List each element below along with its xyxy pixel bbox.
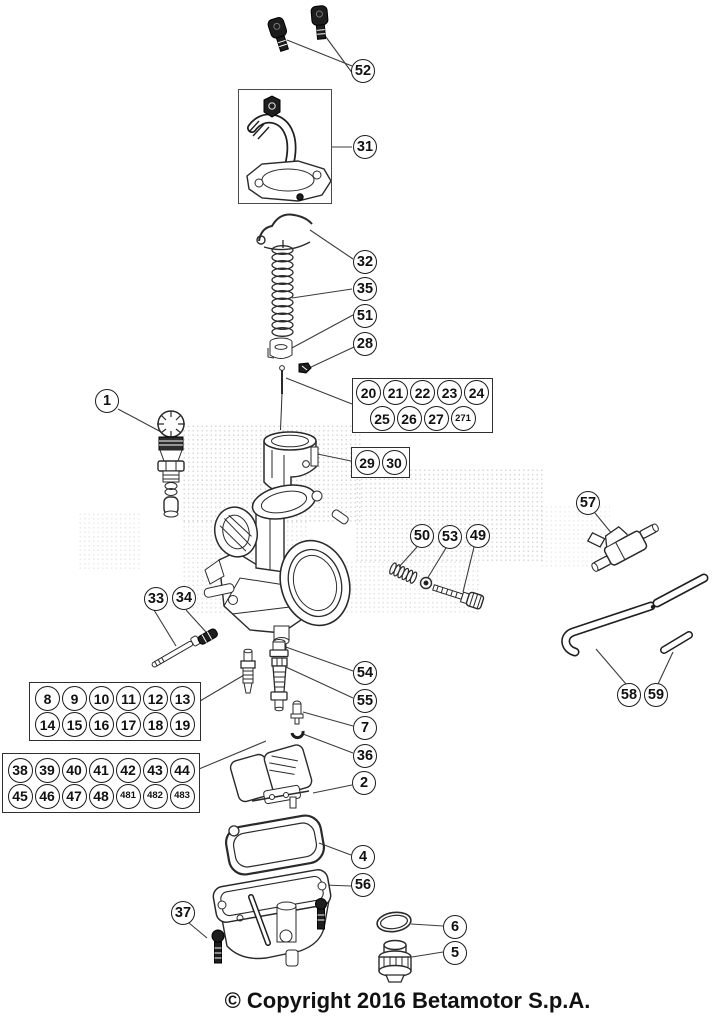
callout-26: 26 <box>396 406 422 431</box>
callout-11: 11 <box>116 686 141 711</box>
callout-14: 14 <box>35 712 60 737</box>
main-jet-part <box>269 639 289 712</box>
callout-24: 24 <box>464 380 489 405</box>
callout-54: 54 <box>353 661 377 685</box>
callout-6: 6 <box>443 915 467 939</box>
callout-23: 23 <box>437 380 462 405</box>
callout-12: 12 <box>143 686 168 711</box>
callout-57: 57 <box>576 491 600 515</box>
callout-28: 28 <box>353 332 377 356</box>
callout-481: 481 <box>115 783 141 809</box>
callout-10: 10 <box>89 686 114 711</box>
callout-29: 29 <box>354 450 380 475</box>
callout-9: 9 <box>62 686 87 711</box>
callout-52: 52 <box>351 59 375 83</box>
spring-part <box>271 240 294 337</box>
callout-33: 33 <box>144 587 168 611</box>
callout-55: 55 <box>353 689 377 713</box>
clip-part <box>290 730 305 740</box>
needle-valve-part <box>290 700 304 725</box>
callout-482: 482 <box>142 783 168 809</box>
callout-36: 36 <box>353 744 377 768</box>
pilot-jet-part <box>240 648 256 694</box>
jet-needle-part <box>279 365 285 431</box>
copyright-text: © Copyright 2016 Betamotor S.p.A. <box>224 988 591 1013</box>
carburetor-body <box>203 484 351 653</box>
callout-7: 7 <box>353 716 377 740</box>
spring-seat-part <box>267 337 293 359</box>
throttle-plate-part <box>256 213 313 251</box>
callout-56: 56 <box>351 873 375 897</box>
callout-35: 35 <box>353 277 377 301</box>
callout-8: 8 <box>35 686 60 711</box>
callout-51: 51 <box>353 304 377 328</box>
callout-45: 45 <box>7 783 33 809</box>
choke-knob-part <box>157 410 185 518</box>
callout-25: 25 <box>369 406 395 431</box>
vent-tube-part <box>561 573 709 657</box>
callout-4: 4 <box>351 845 375 869</box>
part-31-frame <box>238 89 332 204</box>
callout-37: 37 <box>171 901 195 925</box>
callout-17: 17 <box>116 712 141 737</box>
adjuster-spring-part <box>389 562 418 584</box>
callout-34: 34 <box>172 586 196 610</box>
callout-2: 2 <box>352 771 376 795</box>
drain-plug-part <box>378 939 412 983</box>
callout-21: 21 <box>383 380 408 405</box>
callout-50: 50 <box>410 524 434 548</box>
callout-46: 46 <box>34 783 60 809</box>
leader-lines <box>117 32 674 958</box>
callout-49: 49 <box>466 524 490 548</box>
throttle-slide-part <box>263 431 319 494</box>
float-bowl-part <box>212 869 332 967</box>
screw-icon <box>211 929 225 964</box>
short-tube-part <box>660 631 693 654</box>
sleeve-part <box>197 628 218 645</box>
callout-18: 18 <box>143 712 168 737</box>
callout-271: 271 <box>450 406 476 431</box>
callout-13: 13 <box>170 686 195 711</box>
callout-53: 53 <box>438 525 462 549</box>
callout-483: 483 <box>169 783 195 809</box>
vent-valve-part <box>586 523 659 572</box>
callout-44: 44 <box>169 757 195 783</box>
callout-58: 58 <box>617 683 641 707</box>
callout-41: 41 <box>88 757 114 783</box>
callout-27: 27 <box>423 406 449 431</box>
o-ring-part <box>376 911 412 933</box>
callout-31: 31 <box>353 135 377 159</box>
callout-39: 39 <box>34 757 60 783</box>
washer-part <box>419 576 433 590</box>
callout-38: 38 <box>7 757 33 783</box>
callout-48: 48 <box>88 783 114 809</box>
callout-19: 19 <box>170 712 195 737</box>
callout-16: 16 <box>89 712 114 737</box>
needle-clip-part <box>298 362 312 374</box>
callout-15: 15 <box>62 712 87 737</box>
gasket-part <box>224 814 326 876</box>
callout-5: 5 <box>443 941 467 965</box>
rod-part <box>151 635 201 668</box>
callout-22: 22 <box>410 380 435 405</box>
callout-43: 43 <box>142 757 168 783</box>
top-cover-part <box>246 95 332 202</box>
callout-42: 42 <box>115 757 141 783</box>
callout-32: 32 <box>353 250 377 274</box>
callout-20: 20 <box>356 380 381 405</box>
bowl-screw-icon <box>315 898 327 930</box>
adjuster-screw-part <box>432 584 485 610</box>
callout-59: 59 <box>644 683 668 707</box>
callout-47: 47 <box>61 783 87 809</box>
screw-icon <box>267 5 329 52</box>
callout-1: 1 <box>95 389 119 413</box>
callout-40: 40 <box>61 757 87 783</box>
callout-30: 30 <box>381 450 407 475</box>
float-part <box>229 744 313 809</box>
